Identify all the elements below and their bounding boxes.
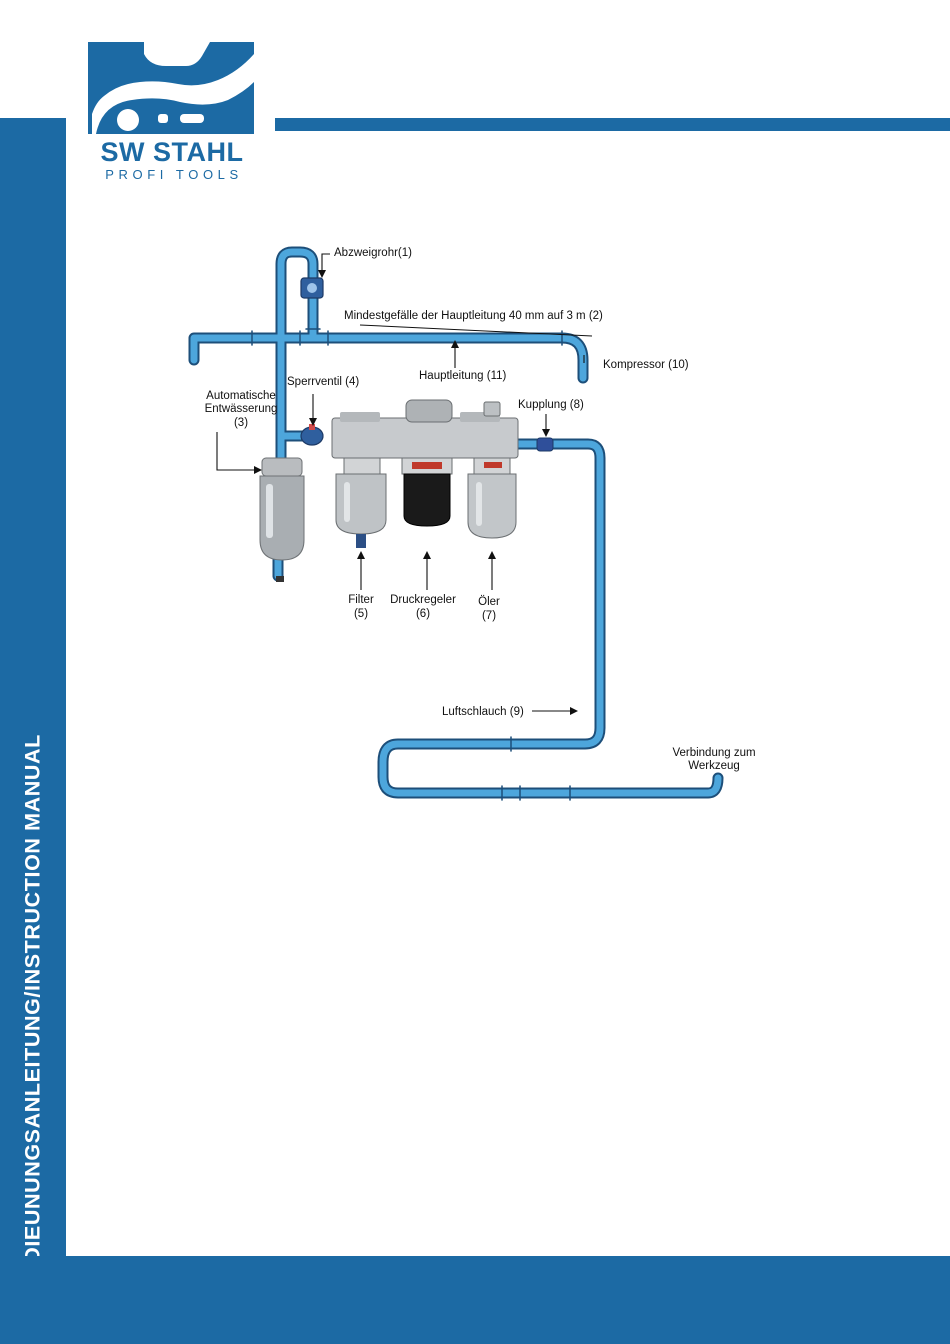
label-auto-drain-2: Entwässerung — [205, 403, 278, 415]
shutoff-valve-icon — [301, 424, 323, 445]
label-compressor: Kompressor (10) — [603, 359, 689, 371]
label-regulator-2: (6) — [416, 608, 430, 620]
label-filter-2: (5) — [354, 608, 368, 620]
label-lubricator-2: (7) — [482, 610, 496, 622]
coupling-icon — [537, 438, 553, 451]
label-branch-pipe: Abzweigrohr(1) — [334, 247, 412, 259]
label-air-hose: Luftschlauch (9) — [442, 706, 524, 718]
filter-bowl-icon — [336, 474, 386, 548]
label-auto-drain-3: (3) — [234, 417, 248, 429]
label-min-slope: Mindestgefälle der Hauptleitung 40 mm au… — [344, 310, 603, 322]
branch-valve-icon — [301, 278, 323, 298]
label-filter-1: Filter — [348, 594, 374, 606]
lubricator-bowl-icon — [468, 474, 516, 538]
label-regulator-1: Druckregeler — [390, 594, 456, 606]
label-main-line: Hauptleitung (11) — [419, 370, 507, 382]
label-lubricator-1: Öler — [478, 596, 500, 608]
label-tool-connection-1: Verbindung zum — [672, 747, 755, 759]
label-coupling: Kupplung (8) — [518, 399, 584, 411]
label-tool-connection-2: Werkzeug — [688, 760, 740, 772]
label-shutoff-valve: Sperrventil (4) — [287, 376, 359, 388]
frl-unit-icon — [332, 400, 518, 474]
label-auto-drain-1: Automatische — [206, 390, 276, 402]
regulator-body-icon — [404, 474, 450, 526]
